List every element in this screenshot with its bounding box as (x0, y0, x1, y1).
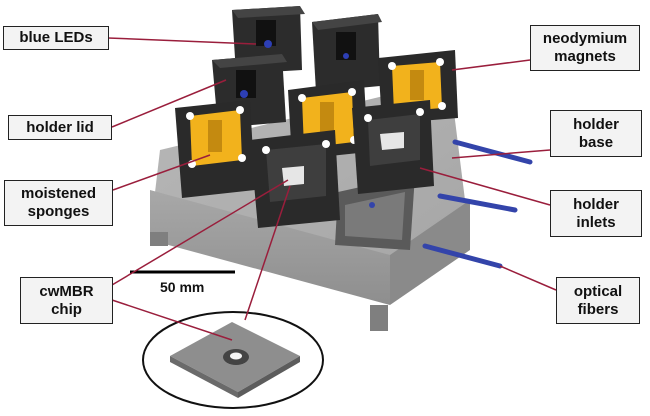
leader-optical-fibers (499, 265, 557, 291)
label-holder-lid: holder lid (8, 115, 112, 140)
label-optical-fibers: optical fibers (556, 277, 640, 324)
holder-base-right (352, 100, 434, 194)
optical-fibers (422, 139, 533, 269)
label-blue-leds: blue LEDs (3, 26, 109, 50)
leader-holder-lid (111, 79, 227, 128)
chip-in-holder-right (380, 132, 404, 150)
chip-in-holder-center (282, 166, 304, 186)
leader-holder-base (451, 149, 551, 159)
label-holder-inlets: holder inlets (550, 190, 642, 237)
leader-blue-leds (107, 37, 257, 45)
label-moistened-sponges: moistened sponges (4, 180, 113, 226)
empty-cell-led (369, 202, 375, 208)
leader-holder-inlets (419, 167, 551, 206)
optical-fiber-1 (452, 139, 533, 165)
sponge-holder-left (175, 100, 255, 198)
leader-neodymium-magnets (451, 59, 531, 71)
leader-cwmbr-chip-2 (111, 299, 233, 341)
blue-led-1 (264, 40, 272, 48)
base-foot-left (150, 232, 168, 246)
label-neodymium-magnets: neodymium magnets (530, 25, 640, 71)
leader-moistened-sponges (112, 154, 211, 191)
leader-lines (107, 37, 557, 341)
label-cwmbr-chip: cwMBR chip (20, 277, 113, 324)
base-foot-front (370, 305, 388, 331)
holder-base-center (250, 130, 340, 228)
leader-cwmbr-chip-3 (244, 185, 291, 321)
optical-fiber-3 (422, 243, 503, 269)
blue-led-2 (343, 53, 349, 59)
chip-inset (142, 311, 324, 409)
leader-cwmbr-chip-1 (111, 179, 289, 286)
blue-led-3 (240, 90, 248, 98)
scale-bar-label: 50 mm (160, 279, 205, 295)
optical-fiber-2 (437, 193, 518, 213)
empty-holder-cell (335, 175, 415, 250)
label-holder-base: holder base (550, 110, 642, 157)
holder-lid-2 (312, 14, 382, 92)
